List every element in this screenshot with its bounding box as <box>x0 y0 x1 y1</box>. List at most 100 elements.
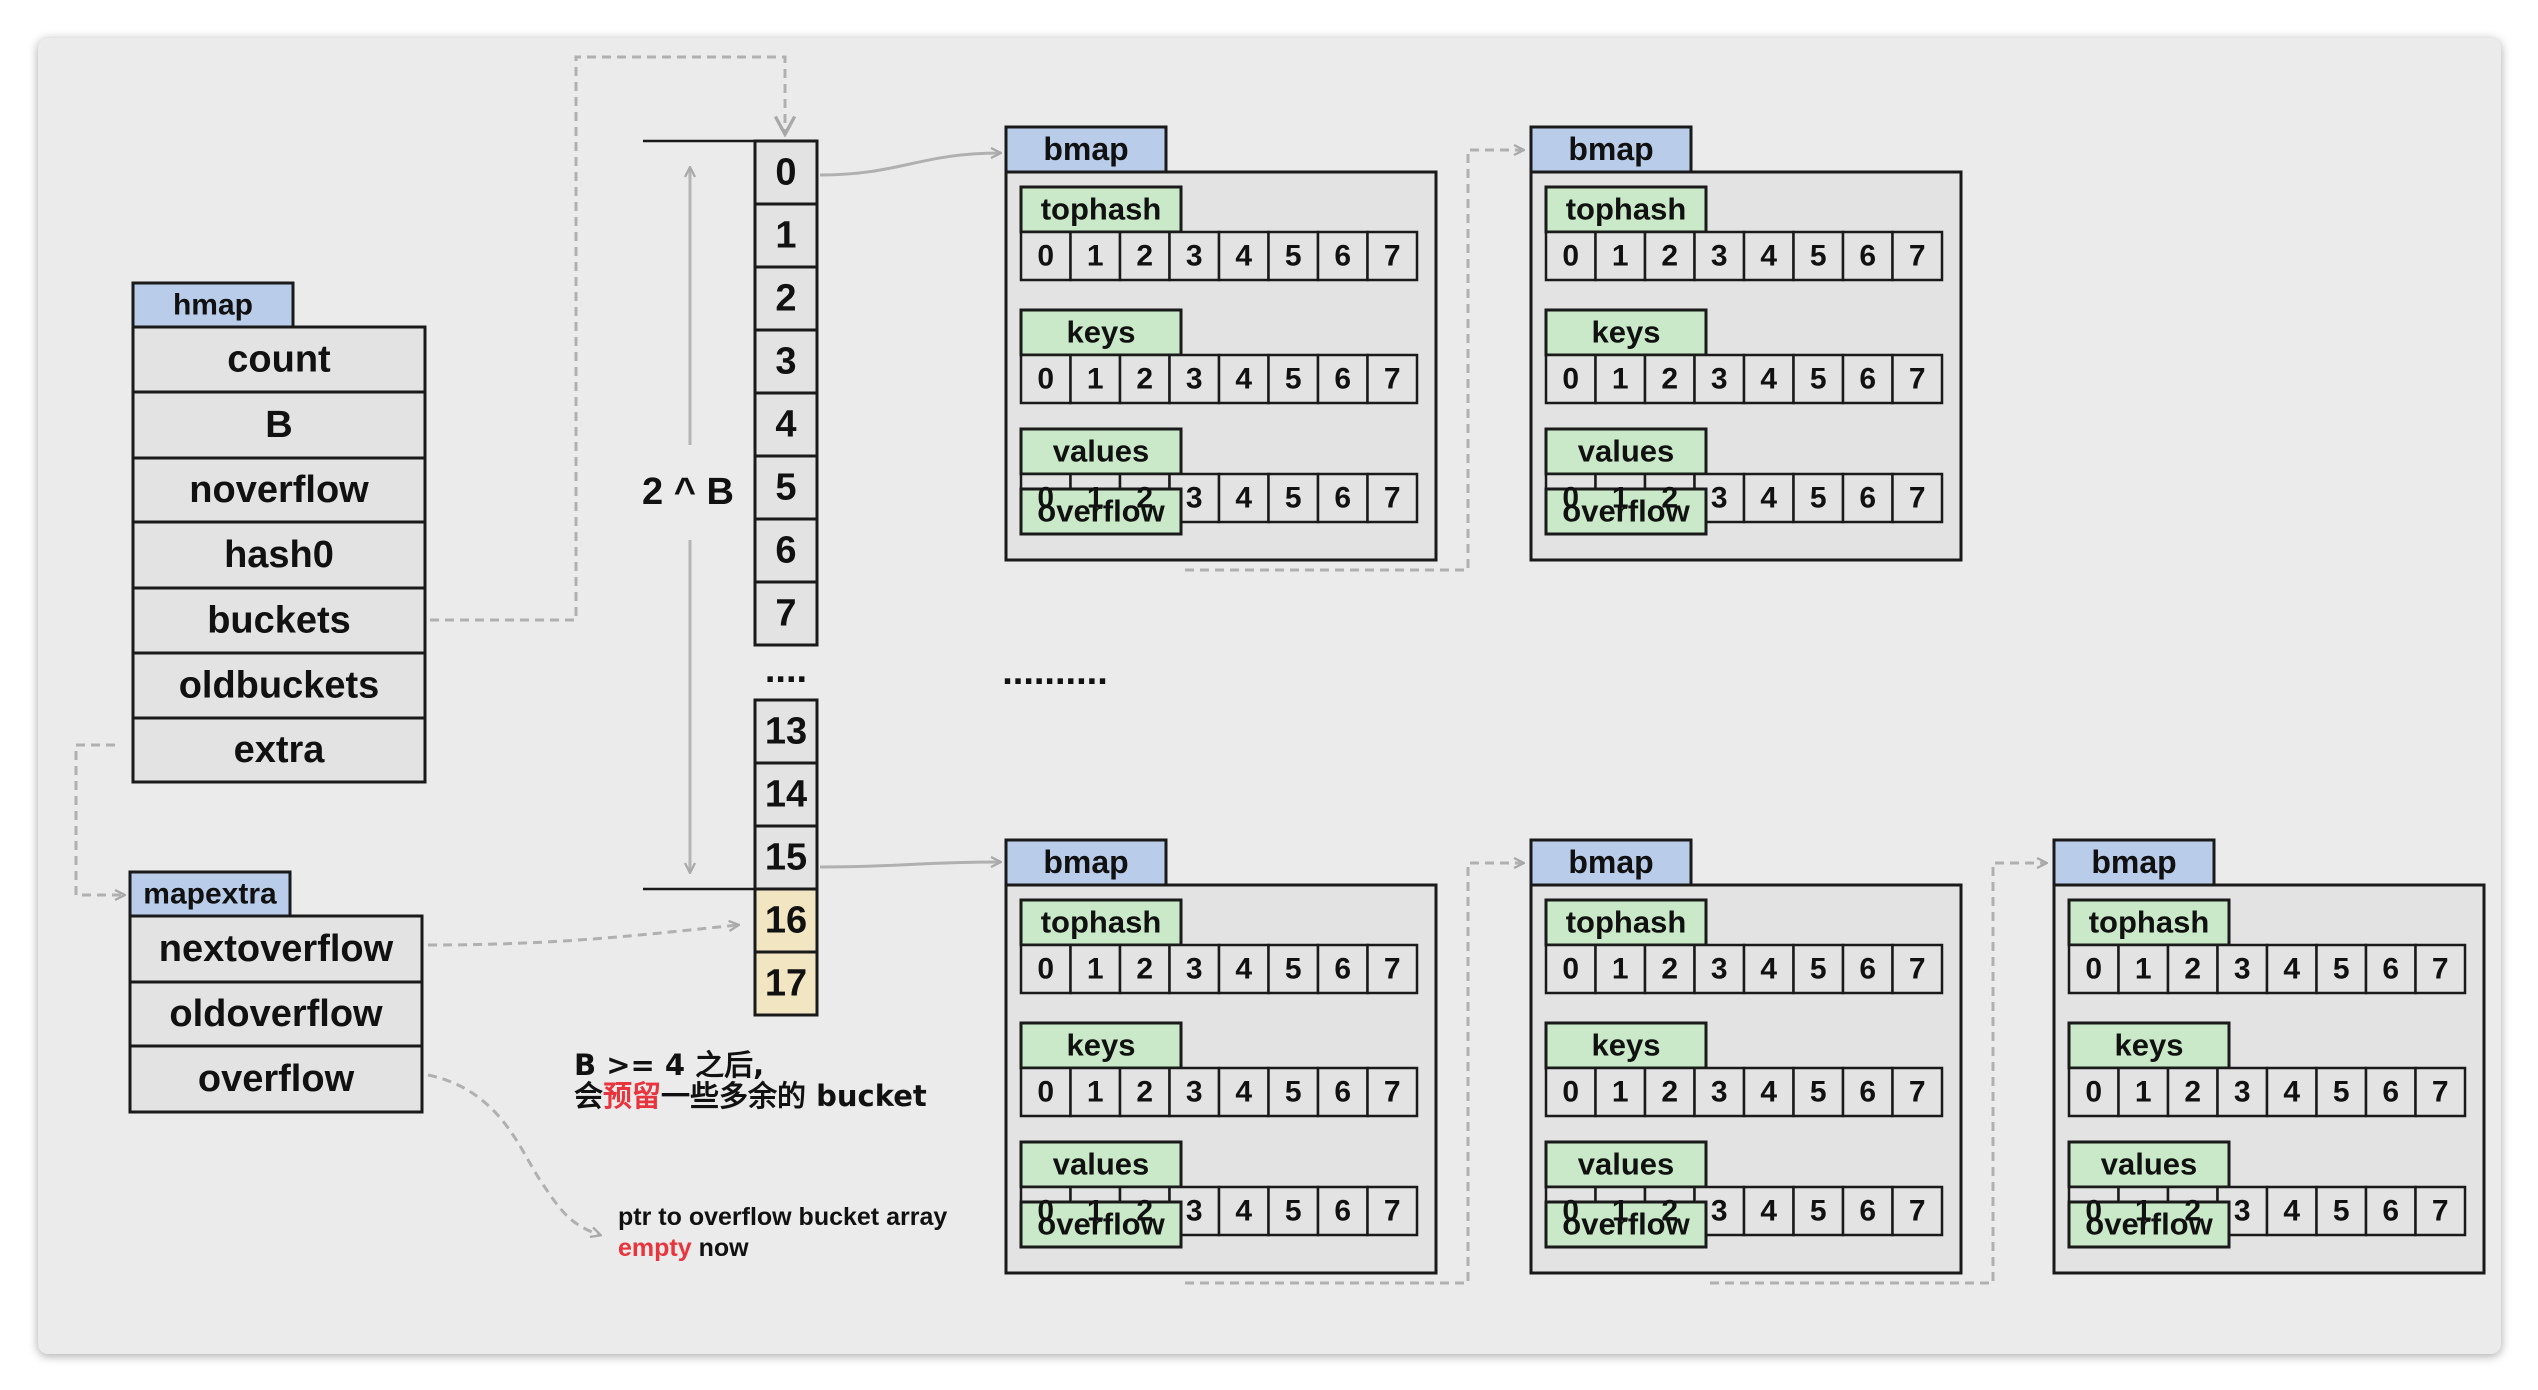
hmap-field-extra-cell <box>131 716 427 784</box>
bmap-slot: 5 <box>1810 953 1827 986</box>
bmap-overflow-label: overflow <box>1562 494 1690 529</box>
note-overflow-suffix: now <box>692 1234 749 1262</box>
bmap-slot: 4 <box>1235 240 1252 273</box>
bmap-slot-cell <box>1217 472 1270 524</box>
bmap-slot: 5 <box>1285 240 1302 273</box>
bmap-slot: 4 <box>1760 363 1777 396</box>
bmap-slot: 3 <box>1711 240 1728 273</box>
reserved-bucket-index-cell <box>753 950 819 1017</box>
bmap-slot-cell <box>1217 230 1270 282</box>
mapextra-field-oldoverflow: oldoverflow <box>169 993 383 1035</box>
mapextra-field-nextoverflow-cell <box>128 914 424 984</box>
bucket-0-to-bmap-arrow <box>819 153 1000 177</box>
hmap-field-noverflow: noverflow <box>189 469 369 511</box>
hmap-field-extra: extra <box>234 729 326 771</box>
bmap-slot: 6 <box>1859 240 1876 273</box>
bmap-slot-cell <box>1643 230 1696 282</box>
bmap-slot-cell <box>2414 1066 2467 1118</box>
bucket-index: 2 <box>775 278 796 320</box>
bmap-slot: 3 <box>1711 953 1728 986</box>
bmap-slot-cell <box>1118 943 1171 995</box>
bmap-slot-cell <box>2414 1185 2467 1237</box>
bmap-slot: 7 <box>1909 482 1926 515</box>
bmap-slot: 1 <box>2135 953 2152 986</box>
bmap-slot: 5 <box>1810 1195 1827 1228</box>
bmap-slot: 4 <box>1760 240 1777 273</box>
bmap-title: bmap <box>2091 844 2176 880</box>
bmap-slot-cell <box>1891 472 1944 524</box>
bmap-slot: 7 <box>1909 1076 1926 1109</box>
bmap-slot: 1 <box>1087 1195 1104 1228</box>
bmap-slot-cell <box>1693 943 1746 995</box>
bmap-slot-cell <box>1366 472 1419 524</box>
bmap-slot: 7 <box>1909 953 1926 986</box>
bmap-slot-cell <box>1742 943 1795 995</box>
bmap-slot: 6 <box>1334 1195 1351 1228</box>
bmap-slot: 5 <box>2333 1076 2350 1109</box>
bmap-slot: 1 <box>2135 1076 2152 1109</box>
bmap-slot: 0 <box>1562 363 1579 396</box>
bmap-slot: 2 <box>2184 953 2201 986</box>
bmap-keys-label: keys <box>1067 315 1136 350</box>
bmap-slot: 6 <box>1334 363 1351 396</box>
bmap-title: bmap <box>1043 131 1128 167</box>
bmap-slot: 2 <box>2184 1195 2201 1228</box>
bmap-slot: 5 <box>1810 240 1827 273</box>
bmap-slot: 3 <box>1711 1195 1728 1228</box>
note-overflow-line1: ptr to overflow bucket array <box>618 1203 947 1231</box>
bmap-overflow-label-box <box>1544 1200 1708 1249</box>
mapextra-title: mapextra <box>143 878 277 911</box>
bmap-slot: 0 <box>1562 953 1579 986</box>
bmap-slot-cell <box>1841 1185 1894 1237</box>
bmap-slot: 0 <box>1037 953 1054 986</box>
bmap-slot-cell <box>1019 1066 1072 1118</box>
bmap-slot: 0 <box>1037 482 1054 515</box>
bmap-slot-cell <box>2166 943 2219 995</box>
overflow-chain-connector <box>1185 863 1523 1285</box>
bmap-slot: 7 <box>1384 240 1401 273</box>
bmap-slot-cell <box>1316 230 1369 282</box>
bmap-slot-cell <box>2265 1185 2318 1237</box>
mapextra-field-overflow: overflow <box>198 1058 355 1100</box>
hmap-field-B-cell <box>131 390 427 460</box>
overflow-to-note-connector <box>427 1073 600 1235</box>
hmap-field-buckets-cell <box>131 586 427 655</box>
bmap-slot-cell <box>2265 1066 2318 1118</box>
bmap-slot: 2 <box>1136 240 1153 273</box>
bmap-slot: 6 <box>2382 953 2399 986</box>
bmap-overflow-label: overflow <box>2085 1207 2213 1242</box>
mapextra-field-overflow-cell <box>128 1044 424 1114</box>
bmap-slot: 6 <box>2382 1195 2399 1228</box>
bmap-title-tab <box>1529 838 1693 887</box>
bmap-title: bmap <box>1568 844 1653 880</box>
bmap-slot-cell <box>1316 943 1369 995</box>
bmap-slot: 6 <box>1859 482 1876 515</box>
bmap-slot-cell <box>1267 943 1320 995</box>
bmap-title: bmap <box>1043 844 1128 880</box>
bmap-slot-cell <box>2265 943 2318 995</box>
bmap-slot: 4 <box>1235 1195 1252 1228</box>
bucket-index-cell <box>753 580 819 647</box>
bmap-title: bmap <box>1568 131 1653 167</box>
bmap-slot-cell <box>1544 353 1597 405</box>
note-overflow-highlight: empty <box>618 1234 692 1262</box>
bmap-slot-cell <box>1841 943 1894 995</box>
note-reserve-suffix: 一些多余的 bucket <box>661 1079 927 1113</box>
bmap-overflow-label-box <box>1544 487 1708 536</box>
bmap-slot: 2 <box>1661 482 1678 515</box>
bmap-slot: 0 <box>1562 482 1579 515</box>
bmap-slot: 6 <box>1334 953 1351 986</box>
bmap-slot-cell <box>2315 943 2368 995</box>
bmap-slot: 3 <box>1186 363 1203 396</box>
bmap-slot: 3 <box>1186 1195 1203 1228</box>
bmap-slot-cell <box>2414 943 2467 995</box>
hmap-field-buckets: buckets <box>207 600 351 642</box>
bmap-slot: 0 <box>2085 1195 2102 1228</box>
bmap-keys-label: keys <box>1592 315 1661 350</box>
overflow-chain-connector <box>1710 863 2046 1285</box>
bmap-slot-cell <box>2315 1185 2368 1237</box>
hmap-field-oldbuckets-cell <box>131 651 427 720</box>
mapextra-title-tab <box>128 870 292 918</box>
bmap-slot-cell <box>1267 1066 1320 1118</box>
bmap-values-label: values <box>1053 1147 1150 1182</box>
